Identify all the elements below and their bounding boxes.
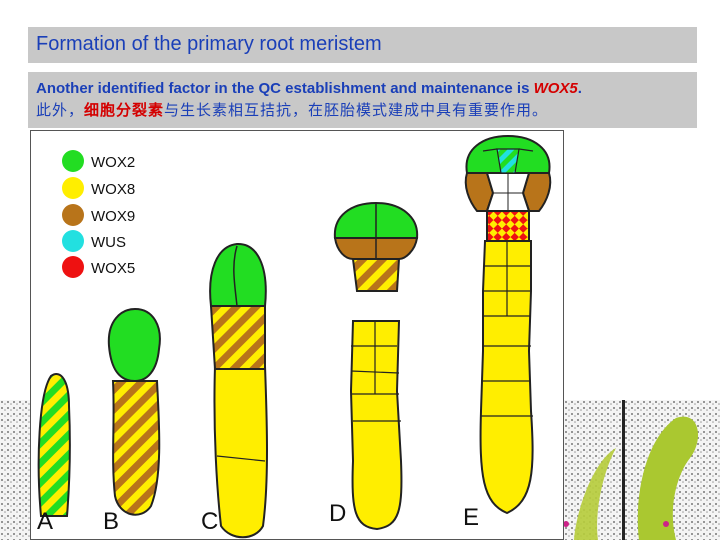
subtitle-chinese-end: 与生长素相互拮抗，在胚胎模式建成中具有重要作用。 bbox=[164, 102, 549, 119]
subtitle-english: Another identified factor in the QC esta… bbox=[36, 78, 689, 100]
subtitle-chinese-text: 此外， bbox=[36, 102, 85, 119]
stage-c-embryo bbox=[209, 242, 268, 539]
legend-item-wox8: WOX8 bbox=[62, 177, 135, 199]
micrograph-right bbox=[564, 400, 720, 540]
stage-label-d: D bbox=[329, 500, 346, 527]
stage-label-a: A bbox=[37, 508, 53, 535]
legend-label-wus: WUS bbox=[91, 234, 126, 251]
legend-label-wox2: WOX2 bbox=[91, 154, 135, 171]
legend-swatch-wox2 bbox=[62, 150, 84, 172]
subtitle-chinese: 此外，细胞分裂素与生长素相互拮抗，在胚胎模式建成中具有重要作用。 bbox=[36, 100, 689, 122]
legend-swatch-wox9 bbox=[62, 204, 84, 226]
legend-item-wox9: WOX9 bbox=[62, 204, 135, 226]
stage-label-c: C bbox=[201, 508, 218, 535]
stage-e-embryo bbox=[464, 134, 552, 515]
stage-label-b: B bbox=[103, 508, 119, 535]
legend-label-wox5: WOX5 bbox=[91, 260, 135, 277]
title-banner: Formation of the primary root meristem bbox=[28, 27, 697, 63]
legend-label-wox8: WOX8 bbox=[91, 181, 135, 198]
stage-a-embryo bbox=[37, 373, 71, 517]
legend-swatch-wox5 bbox=[62, 256, 84, 278]
stage-label-e: E bbox=[463, 504, 479, 531]
subtitle-english-text: Another identified factor in the QC esta… bbox=[36, 80, 534, 97]
legend-label-wox9: WOX9 bbox=[91, 208, 135, 225]
stage-b-embryo bbox=[107, 307, 161, 516]
wox-expression-diagram: WOX2 WOX8 WOX9 WUS WOX5 bbox=[30, 130, 564, 540]
legend-swatch-wus bbox=[62, 230, 84, 252]
subtitle-english-highlight: WOX5 bbox=[533, 80, 578, 97]
legend-swatch-wox8 bbox=[62, 177, 84, 199]
subtitle-chinese-highlight: 细胞分裂素 bbox=[84, 102, 165, 119]
legend-item-wox2: WOX2 bbox=[62, 150, 135, 172]
stage-d-embryo bbox=[333, 201, 419, 531]
legend-item-wus: WUS bbox=[62, 230, 126, 252]
legend-item-wox5: WOX5 bbox=[62, 256, 135, 278]
slide-title: Formation of the primary root meristem bbox=[36, 33, 382, 55]
subtitle-banner: Another identified factor in the QC esta… bbox=[28, 72, 697, 128]
subtitle-english-end: . bbox=[577, 80, 582, 97]
micrograph-left bbox=[0, 400, 30, 540]
legend: WOX2 WOX8 WOX9 WUS WOX5 bbox=[62, 150, 135, 278]
